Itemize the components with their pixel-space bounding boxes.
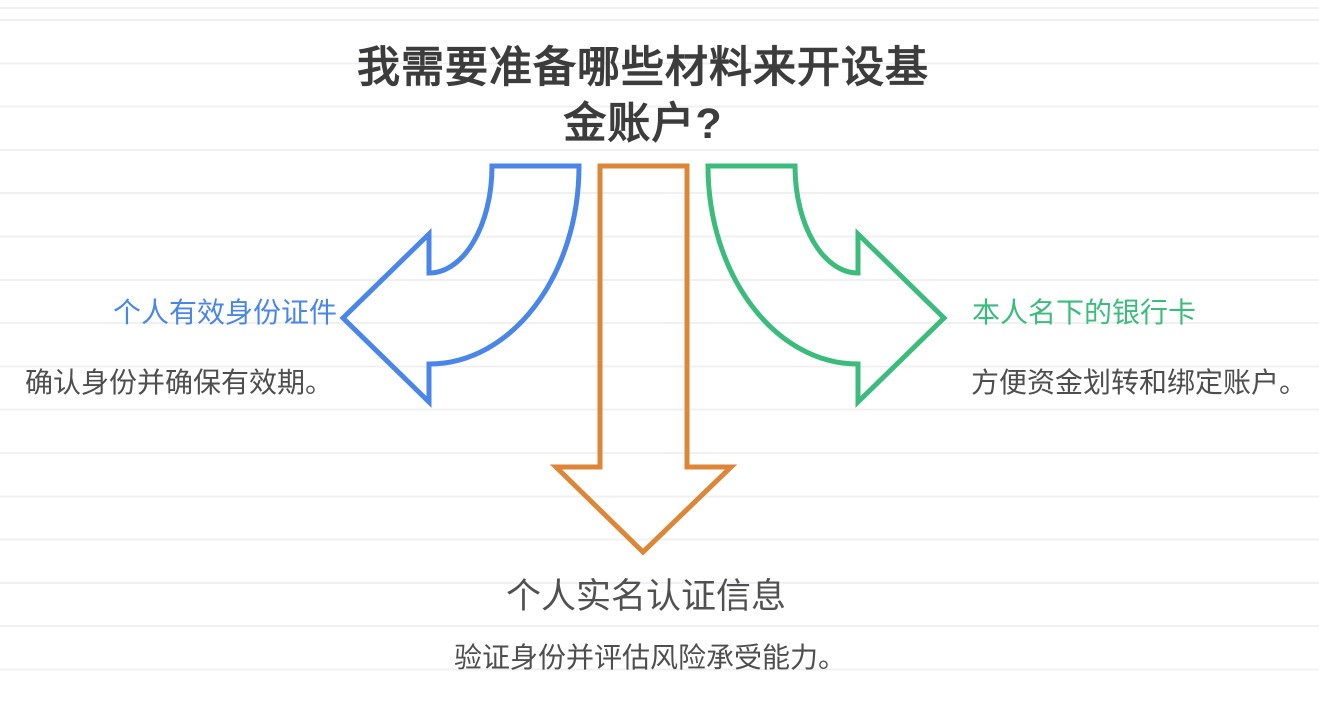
curved-arrow-left-icon <box>339 163 582 408</box>
left-branch-label: 个人有效身份证件 <box>112 297 337 328</box>
bottom-branch-label: 个人实名认证信息 <box>505 577 787 616</box>
page-title-line-2: 金账户? <box>563 100 723 148</box>
page-title-line-1: 我需要准备哪些材料来开设基 <box>357 44 929 92</box>
bottom-branch-description: 验证身份并评估风险承受能力。 <box>453 642 847 673</box>
right-branch-label: 本人名下的银行卡 <box>972 297 1197 328</box>
left-branch-description: 确认身份并确保有效期。 <box>24 367 333 398</box>
page-title: 我需要准备哪些材料来开设基 金账户? <box>357 40 929 152</box>
straight-arrow-down-icon <box>549 163 738 556</box>
curved-arrow-right-icon <box>705 163 948 408</box>
right-branch-description: 方便资金划转和绑定账户。 <box>971 367 1308 398</box>
